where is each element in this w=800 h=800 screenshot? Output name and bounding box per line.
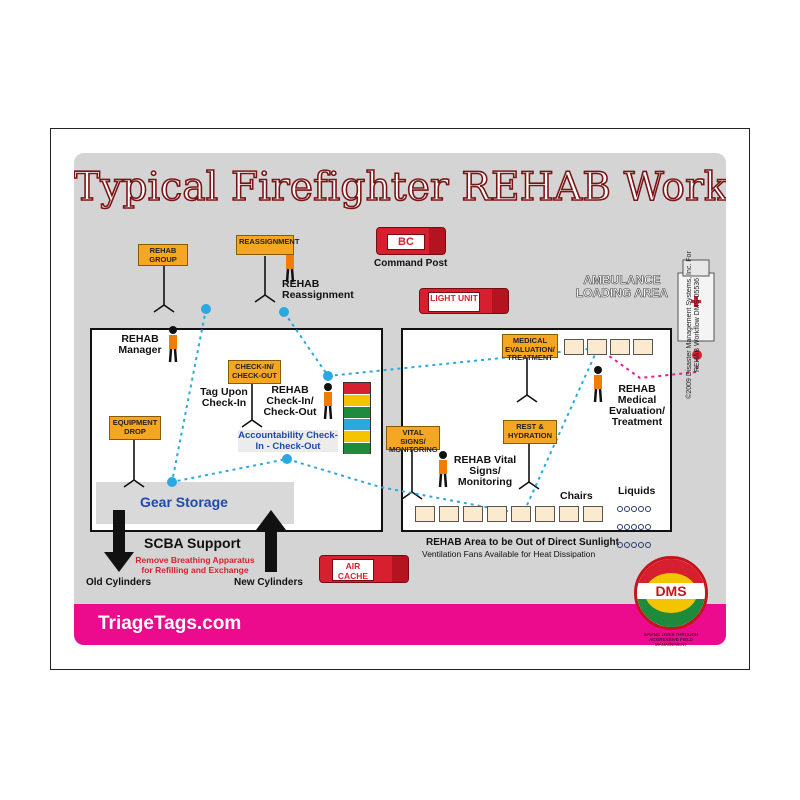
label-ambulance-area: AMBULANCE LOADING AREA xyxy=(575,273,669,300)
label-rehab-medical: REHAB Medical Evaluation/ Treatment xyxy=(608,383,665,428)
label-scba-note: Remove Breathing Apparatus for Refilling… xyxy=(135,555,255,575)
footer-bar: TriageTags.com xyxy=(74,604,726,645)
label-liquids: Liquids xyxy=(618,485,656,497)
label-old-cylinders: Old Cylinders xyxy=(86,577,152,588)
firefighter-figures xyxy=(168,246,603,488)
copyright-note: ©2009 Disaster Management Systems, Inc. … xyxy=(686,251,701,399)
gear-storage-area xyxy=(96,482,294,524)
label-rehab-reassignment: REHAB Reassignment xyxy=(282,278,354,301)
sign-medical-eval: MEDICAL EVALUATION/ TREATMENT xyxy=(502,334,558,362)
light-unit-vehicle: LIGHT UNIT xyxy=(419,288,509,314)
sign-rest-hydration: REST & HYDRATION xyxy=(503,420,557,444)
label-rehab-checkin: REHAB Check-In/ Check-Out xyxy=(263,384,317,418)
label-command-post: Command Post xyxy=(374,258,448,269)
label-new-cylinders: New Cylinders xyxy=(234,577,303,588)
bc-vehicle: BC xyxy=(376,227,446,255)
label-gear-storage: Gear Storage xyxy=(140,494,228,510)
air-cache-plate: AIR CACHE xyxy=(332,559,374,581)
sign-equipment-drop: EQUIPMENT DROP xyxy=(109,416,161,440)
dms-tagline: SAVING LIVES THROUGH AGGRESSIVE FIELD MA… xyxy=(643,632,699,647)
sign-reassignment: REASSIGNMENT xyxy=(236,235,299,255)
sign-check-in-out: CHECK-IN/ CHECK-OUT xyxy=(228,360,281,384)
label-accountability: Accountability Check-In - Check-Out xyxy=(238,430,338,452)
dms-logo: DMS xyxy=(634,556,708,630)
label-rehab-vital: REHAB Vital Signs/ Monitoring xyxy=(453,454,517,488)
website-link[interactable]: TriageTags.com xyxy=(98,613,242,634)
sign-stands xyxy=(123,256,540,500)
bc-plate: BC xyxy=(387,234,425,250)
dms-logo-text: DMS xyxy=(637,583,705,599)
sign-rehab-group: REHAB GROUP xyxy=(138,244,188,266)
label-tag-upon: Tag Upon Check-In xyxy=(200,386,248,409)
air-cache-vehicle: AIR CACHE xyxy=(319,555,409,583)
workflow-path xyxy=(170,308,600,516)
triage-tag-board xyxy=(343,382,371,455)
label-scba-support: SCBA Support xyxy=(144,535,241,551)
liquids-bottles xyxy=(617,500,663,548)
label-rehab-manager: REHAB Manager xyxy=(118,333,162,356)
old-cylinders-arrow xyxy=(104,510,134,572)
label-chairs: Chairs xyxy=(560,490,593,502)
ambulance-waypoint xyxy=(692,350,702,360)
sign-vital-signs: VITAL SIGNS/ MONITORING xyxy=(386,426,440,454)
new-cylinders-arrow xyxy=(256,510,286,572)
label-ventilation: Ventilation Fans Available for Heat Diss… xyxy=(422,549,596,559)
light-unit-plate: LIGHT UNIT xyxy=(428,292,480,312)
label-sunlight: REHAB Area to be Out of Direct Sunlight xyxy=(426,537,619,548)
page-title: Typical Firefighter REHAB Workflow xyxy=(74,164,726,211)
ambulance-icon xyxy=(677,259,715,342)
